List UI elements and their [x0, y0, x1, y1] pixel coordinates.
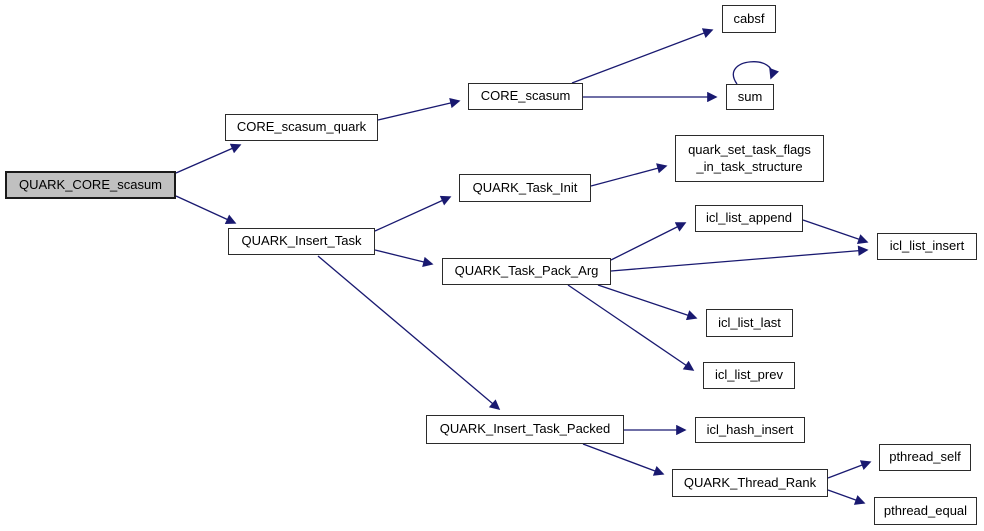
- edge-quark-core-scasum-to-core-scasum-quark: [175, 143, 242, 174]
- node-icl-list-append[interactable]: icl_list_append: [695, 205, 803, 232]
- edge-quark-task-pack-arg-to-icl-list-last: [597, 284, 698, 321]
- node-sum[interactable]: sum: [726, 84, 774, 110]
- edge-quark-insert-task-to-quark-task-init: [374, 195, 452, 232]
- node-pthread-equal[interactable]: pthread_equal: [874, 497, 977, 525]
- node-core-scasum-quark[interactable]: CORE_scasum_quark: [225, 114, 378, 141]
- edge-quark-core-scasum-to-quark-insert-task: [175, 195, 237, 225]
- node-icl-hash-insert[interactable]: icl_hash_insert: [695, 417, 805, 443]
- edge-quark-task-init-to-quark-set-task-flags: [590, 163, 668, 187]
- edge-core-scasum-quark-to-core-scasum: [377, 97, 461, 121]
- edge-quark-insert-task-to-quark-task-pack-arg: [374, 249, 434, 267]
- edge-quark-insert-task-packed-to-quark-thread-rank: [582, 443, 665, 476]
- edge-quark-thread-rank-to-pthread-equal: [827, 489, 866, 505]
- edge-core-scasum-to-cabsf: [571, 28, 714, 84]
- node-quark-insert-task[interactable]: QUARK_Insert_Task: [228, 228, 375, 255]
- edge-quark-task-pack-arg-to-icl-list-append: [610, 222, 687, 261]
- edge-icl-list-append-to-icl-list-insert: [802, 219, 869, 245]
- node-quark-insert-task-packed[interactable]: QUARK_Insert_Task_Packed: [426, 415, 624, 444]
- node-icl-list-last[interactable]: icl_list_last: [706, 309, 793, 337]
- node-cabsf[interactable]: cabsf: [722, 5, 776, 33]
- node-icl-list-prev[interactable]: icl_list_prev: [703, 362, 795, 389]
- edge-quark-task-pack-arg-to-icl-list-insert: [610, 245, 869, 272]
- edge-quark-thread-rank-to-pthread-self: [827, 460, 872, 479]
- node-quark-task-pack-arg[interactable]: QUARK_Task_Pack_Arg: [442, 258, 611, 285]
- edge-quark-task-pack-arg-to-icl-list-prev: [567, 284, 695, 371]
- edge-quark-insert-task-to-quark-insert-task-packed: [317, 255, 501, 411]
- node-pthread-self[interactable]: pthread_self: [879, 444, 971, 471]
- node-quark-task-init[interactable]: QUARK_Task_Init: [459, 174, 591, 202]
- node-quark-thread-rank[interactable]: QUARK_Thread_Rank: [672, 469, 828, 497]
- node-core-scasum[interactable]: CORE_scasum: [468, 83, 583, 110]
- node-quark-set-task-flags-in-task-structure[interactable]: quark_set_task_flags _in_task_structure: [675, 135, 824, 182]
- node-quark-core-scasum: QUARK_CORE_scasum: [5, 171, 176, 199]
- edge-sum-self-loop: [733, 61, 779, 85]
- node-icl-list-insert[interactable]: icl_list_insert: [877, 233, 977, 260]
